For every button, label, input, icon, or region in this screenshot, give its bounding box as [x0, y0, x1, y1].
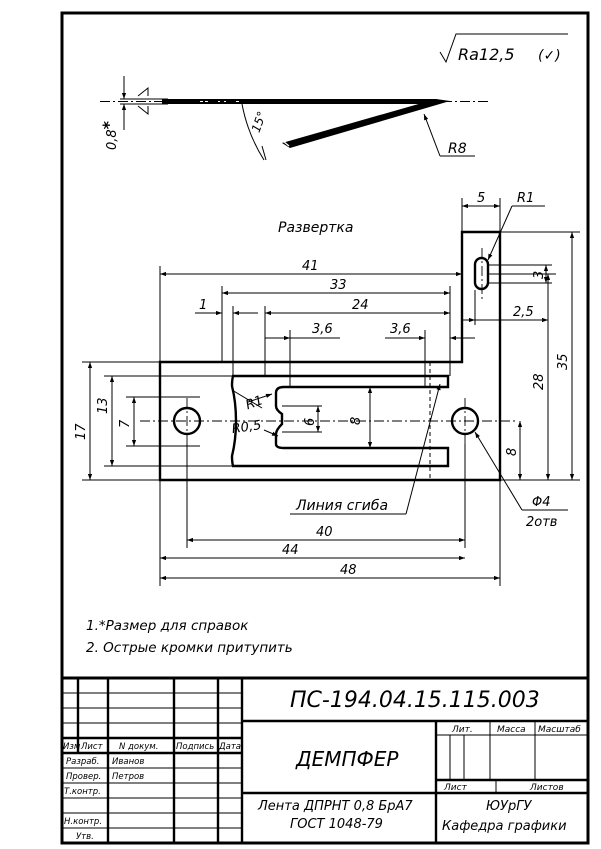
- dim-3: 3: [532, 271, 547, 279]
- lit-label: Лит.: [451, 725, 473, 735]
- role-tkontr: Т.контр.: [64, 787, 101, 797]
- top-dimensions: 41 33 24 1 3,6 3,6: [159, 259, 475, 387]
- role-prover: Провер.: [66, 772, 101, 782]
- col-header-date: Дата: [218, 742, 241, 752]
- col-header-izm: Изм: [63, 742, 81, 752]
- role-nkontr: Н.контр.: [64, 817, 102, 827]
- dim-28: 28: [532, 373, 547, 390]
- col-header-doc: N докум.: [119, 742, 158, 752]
- dim-17: 17: [74, 423, 89, 440]
- tab-dimensions: 5 R1 3 2,5 35 28 8: [461, 191, 580, 481]
- angle-label: 15°: [249, 109, 269, 134]
- org-line-2: Кафедра графики: [442, 819, 567, 834]
- roughness-suffix: (✓): [538, 48, 561, 64]
- dim-3-6-right: 3,6: [390, 322, 411, 337]
- dim-holes: 2отв: [526, 515, 557, 530]
- role-utv: Утв.: [76, 832, 94, 842]
- flat-pattern-title: Развертка: [278, 220, 353, 236]
- dim-7: 7: [118, 419, 133, 428]
- slot-oblong: [473, 256, 490, 291]
- dim-1: 1: [199, 298, 207, 313]
- side-view: 0,8* 15° R8: [99, 76, 490, 161]
- roughness-symbol: Ra12,5 (✓): [439, 33, 568, 64]
- sheets-label: Листов: [529, 783, 564, 793]
- dim-8-mid: 8: [349, 417, 364, 425]
- col-header-sign: Подпись: [176, 742, 214, 752]
- part-outline: [158, 230, 502, 482]
- dim-r1: R1: [244, 393, 265, 413]
- title-block: ПС-194.04.15.115.003 ДЕМПФЕР Лента ДПРНТ…: [62, 676, 588, 843]
- scale-label: Масштаб: [538, 725, 581, 735]
- dim-5: 5: [477, 191, 485, 206]
- dim-13: 13: [96, 397, 111, 414]
- col-header-list: Лист: [80, 742, 104, 752]
- dim-6: 6: [303, 418, 318, 426]
- radius-label: R8: [448, 141, 467, 157]
- part-name: ДЕМПФЕР: [295, 747, 399, 771]
- dim-41: 41: [302, 259, 319, 274]
- bend-line-label: Линия сгиба: [295, 498, 388, 514]
- name-razrab: Иванов: [112, 757, 144, 767]
- interior-dimensions: 6 8 R1 R0,5 Линия сгиба Φ4 2отв: [231, 383, 568, 530]
- bottom-dimensions: 40 44 48: [159, 444, 501, 586]
- doc-designation: ПС-194.04.15.115.003: [290, 688, 540, 713]
- dim-r0-5: R0,5: [231, 418, 263, 437]
- dim-44: 44: [282, 543, 299, 558]
- roughness-value: Ra12,5: [458, 45, 515, 64]
- org-line-1: ЮУрГУ: [486, 799, 532, 814]
- thickness-label: 0,8*: [99, 120, 120, 150]
- dim-2-5: 2,5: [513, 305, 534, 320]
- role-razrab: Разраб.: [66, 757, 99, 767]
- dim-40: 40: [316, 525, 333, 540]
- left-dimensions: 17 13 7: [74, 361, 233, 481]
- material-line-1: Лента ДПРНТ 0,8 БрА7: [257, 799, 413, 814]
- note-1: 1.*Размер для справок: [86, 618, 249, 634]
- name-prover: Петров: [112, 772, 144, 782]
- dim-8-right: 8: [505, 448, 520, 456]
- dim-phi4: Φ4: [532, 495, 551, 510]
- dim-48: 48: [340, 563, 357, 578]
- flat-pattern: [140, 230, 515, 482]
- note-2: 2. Острые кромки притупить: [86, 640, 293, 656]
- dim-3-6-left: 3,6: [312, 322, 333, 337]
- dim-r1-top: R1: [517, 191, 534, 206]
- dim-33: 33: [330, 278, 347, 293]
- mass-label: Масса: [497, 725, 526, 735]
- sheet-label: Лист: [443, 783, 468, 793]
- sheet-frame: [60, 11, 590, 845]
- dim-35: 35: [556, 353, 571, 370]
- slot-cutout: [230, 374, 450, 468]
- material-line-2: ГОСТ 1048-79: [290, 817, 383, 832]
- dim-24: 24: [352, 298, 369, 313]
